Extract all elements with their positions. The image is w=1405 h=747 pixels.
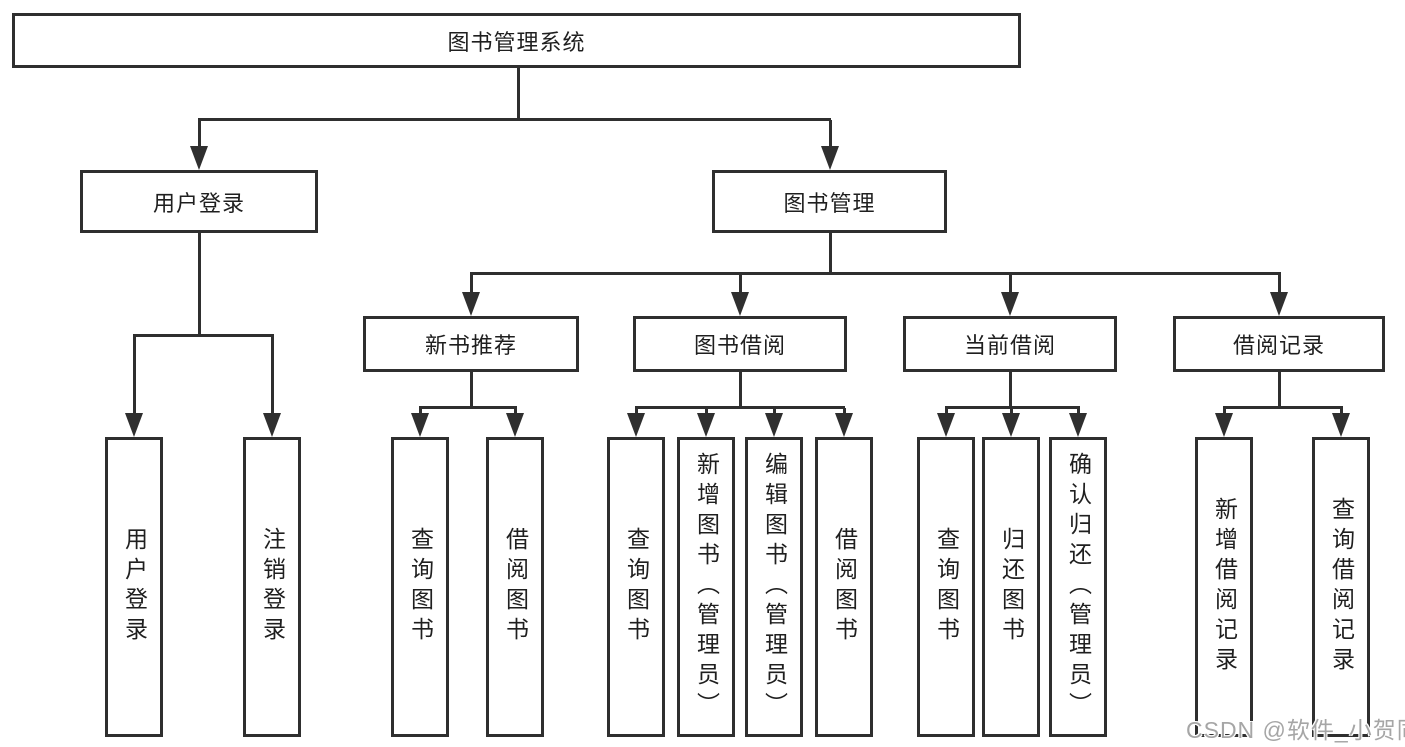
connector-line [1009,274,1012,296]
leaf-current-confirm-return-admin: 确认归还（管理员） [1049,437,1107,737]
leaf-borrow-add-books-admin: 新增图书（管理员） [677,437,735,737]
arrow-down-icon [1069,413,1087,437]
connector-line [470,274,473,296]
connector-line [829,233,832,274]
connector-line [470,372,473,408]
leaf-recommend-query-books: 查询图书 [391,437,449,737]
leaf-logout-login: 注销登录 [243,437,301,737]
node-book-management: 图书管理 [712,170,947,233]
connector-line [1010,408,1013,416]
leaf-borrow-edit-books-admin: 编辑图书（管理员） [745,437,803,737]
node-root-library-system: 图书管理系统 [12,13,1021,68]
connector-line [945,408,948,416]
connector-line [1223,406,1343,409]
arrow-down-icon [731,292,749,316]
arrow-down-icon [697,413,715,437]
leaf-user-login: 用户登录 [105,437,163,737]
node-book-borrow: 图书借阅 [633,316,847,372]
connector-line [705,408,708,416]
arrow-down-icon [1002,413,1020,437]
connector-line [635,408,638,416]
connector-line [739,372,742,408]
connector-line [1340,408,1343,416]
connector-line [1278,274,1281,296]
connector-line [739,274,742,296]
arrow-down-icon [125,413,143,437]
leaf-borrow-query-books: 查询图书 [607,437,665,737]
connector-line [635,406,845,409]
arrow-down-icon [1270,292,1288,316]
connector-line [198,120,201,148]
arrow-down-icon [765,413,783,437]
arrow-down-icon [1215,413,1233,437]
arrow-down-icon [411,413,429,437]
leaf-borrow-borrow-books: 借阅图书 [815,437,873,737]
arrow-down-icon [1332,413,1350,437]
leaf-recommend-borrow-books: 借阅图书 [486,437,544,737]
arrow-down-icon [821,146,839,170]
arrow-down-icon [506,413,524,437]
connector-line [133,334,274,337]
connector-line [271,336,274,415]
csdn-watermark: CSDN @软件_小贺同学 [1186,717,1405,743]
arrow-down-icon [263,413,281,437]
connector-line [198,233,201,336]
connector-line [1223,408,1226,416]
connector-line [419,406,517,409]
connector-line [945,406,1080,409]
connector-line [1009,372,1012,408]
leaf-current-query-books: 查询图书 [917,437,975,737]
arrow-down-icon [835,413,853,437]
arrow-down-icon [1001,292,1019,316]
node-current-borrow: 当前借阅 [903,316,1117,372]
connector-line [198,118,831,121]
leaf-records-add-record: 新增借阅记录 [1195,437,1253,737]
arrow-down-icon [627,413,645,437]
connector-line [1278,372,1281,408]
connector-line [470,272,1281,275]
connector-line [133,336,136,415]
leaf-current-return-books: 归还图书 [982,437,1040,737]
node-user-login: 用户登录 [80,170,318,233]
connector-line [514,408,517,416]
connector-line [517,68,520,118]
node-borrow-records: 借阅记录 [1173,316,1385,372]
connector-line [829,120,832,148]
connector-line [1077,408,1080,416]
node-new-book-recommend: 新书推荐 [363,316,579,372]
leaf-records-query-record: 查询借阅记录 [1312,437,1370,737]
connector-line [843,408,846,416]
connector-line [773,408,776,416]
arrow-down-icon [462,292,480,316]
arrow-down-icon [190,146,208,170]
arrow-down-icon [937,413,955,437]
connector-line [419,408,422,416]
